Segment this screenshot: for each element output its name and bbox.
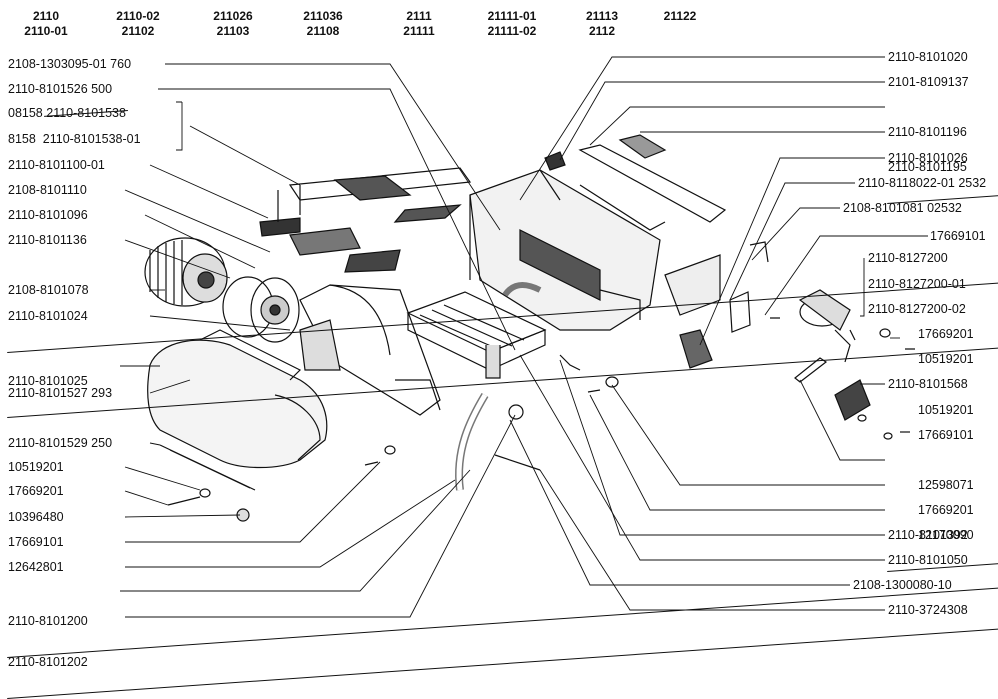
left-label-3-code: 2110-8101538-01 <box>42 132 141 146</box>
right-label-17: 12598071 <box>918 478 974 492</box>
right-label-20: 2110-8101050 <box>888 553 968 567</box>
lever-drawing <box>794 357 871 422</box>
left-label-0: 2108-1303095-01 760 <box>8 57 132 71</box>
left-label-13: 10519201 <box>8 460 64 474</box>
left-label-1: 2110-8101526 500 <box>8 82 113 96</box>
right-label-1: 2101-8109137 <box>888 75 969 89</box>
right-label-21: 2108-1300080-10 <box>853 578 952 592</box>
left-label-16: 17669101 <box>8 535 64 549</box>
hoses-drawing <box>455 282 542 491</box>
right-label-16: 2110-8101392 <box>888 528 998 543</box>
right-label-12: 10519201 <box>918 352 974 366</box>
left-label-17: 12642801 <box>8 560 64 574</box>
left-label-14: 17669201 <box>8 484 64 498</box>
left-label-6: 2110-8101096 <box>8 208 88 222</box>
left-label-15: 10396480 <box>8 510 64 524</box>
right-label-19: 12170090 <box>918 528 974 542</box>
right-label-0: 2110-8101020 <box>888 50 968 64</box>
right-label-6: 2108-8101081 02532 <box>843 201 962 215</box>
right-label-4: 2110-8101026 <box>888 151 968 165</box>
heater-housing-drawing <box>469 169 666 331</box>
left-label-2-code: 2110-8101538 <box>46 106 126 120</box>
left-label-19: 2110-8101202 <box>8 655 998 670</box>
right-label-9: 2110-8127200-01 <box>868 277 966 291</box>
left-label-12: 2110-8101529 250 <box>8 436 113 450</box>
blower-cover-drawing <box>147 329 328 491</box>
left-label-5: 2108-8101110 <box>8 183 87 197</box>
left-label-10: 2110-8101025 <box>8 374 998 389</box>
right-label-15: 17669101 <box>918 428 974 442</box>
left-label-2-prefix: 08158 <box>8 106 43 120</box>
right-label-2: 2110-8101195 <box>888 160 998 175</box>
left-label-18: 2110-8101200 <box>8 614 998 629</box>
right-label-5: 2110-8118022-01 2532 <box>858 176 987 190</box>
right-label-7: 17669101 <box>930 229 986 243</box>
right-label-10: 2110-8127200-02 <box>868 302 966 316</box>
left-label-3-prefix: 8158 <box>8 132 36 146</box>
right-label-22: 2110-3724308 <box>888 603 968 617</box>
left-label-11: 2110-8101527 293 <box>8 386 113 400</box>
right-label-18: 17669201 <box>918 503 974 517</box>
right-label-3: 2110-8101196 <box>888 125 967 139</box>
left-label-8: 2108-8101078 <box>8 283 89 297</box>
left-label-7: 2110-8101136 <box>8 233 87 247</box>
right-label-8: 2110-8127200 <box>868 251 948 265</box>
flap-drawing <box>664 241 769 369</box>
right-label-11: 17669201 <box>918 327 974 341</box>
right-label-13: 2110-8101568 <box>888 377 968 391</box>
left-label-3: 8158 2110-8101538-01 <box>8 132 141 147</box>
left-label-4: 2110-8101100-01 <box>8 158 105 172</box>
right-label-14: 10519201 <box>918 403 974 417</box>
motor-drawing <box>798 289 891 363</box>
left-label-9: 2110-8101024 <box>8 309 998 324</box>
model-header-7: 21122 <box>663 9 697 23</box>
frame-drawing <box>544 134 727 223</box>
left-label-2: 08158 2110-8101538 <box>8 106 126 121</box>
fan-wheel-drawing <box>144 237 228 307</box>
filter-plates-drawing <box>259 167 472 273</box>
fan-housing-drawing <box>299 284 441 416</box>
